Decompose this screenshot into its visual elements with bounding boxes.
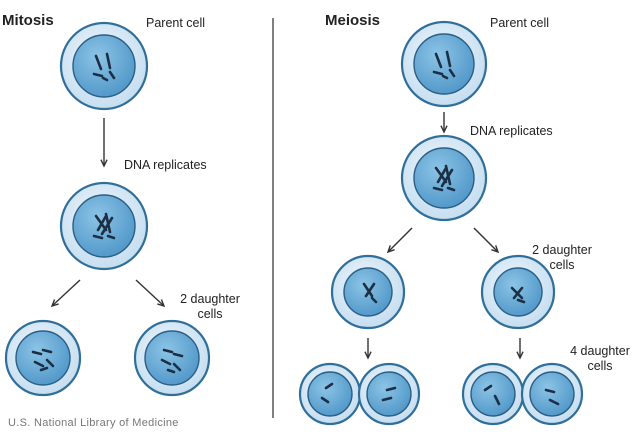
chromosome [432,70,444,76]
meiosis-parent-cell [400,20,488,108]
mitosis-parent-cell-label: Parent cell [146,16,206,30]
chromosome [483,384,493,392]
chromosome [101,76,109,82]
chromosome [92,72,104,78]
cell-nucleus [366,371,412,417]
chromosome [320,396,330,404]
chromosome [436,166,448,184]
cell-nucleus [413,33,475,95]
chromosome [446,186,456,192]
cell-nucleus [144,330,200,386]
meiosis-daughter-cell-2 [480,254,556,330]
mitosis-replicated-cell [59,181,149,271]
cell-nucleus [307,371,353,417]
meiosis-four-daughter-line2: cells [587,359,613,373]
chromosome [31,350,43,356]
meiosis-dna-replicates-label: DNA replicates [470,124,553,138]
meiosis-replicated-cell [400,134,488,222]
cell-nucleus [15,330,71,386]
chromosome [108,70,116,80]
chromosome [45,358,55,368]
mitosis-daughter-cell-1 [4,319,82,397]
mitosis-daughter-cell-2 [133,319,211,397]
meiosis-final-cell-1 [298,362,362,426]
chromosome [106,234,116,240]
mitosis-title: Mitosis [2,12,54,29]
mitosis-daughter-label-line2: cells [197,307,223,321]
chromosome [100,216,114,236]
meiosis-arrow-left [386,227,413,254]
meiosis-final-cell-4 [520,362,584,426]
meiosis-two-daughter-line2: cells [549,258,575,272]
meiosis-arrow-down-left [364,338,372,360]
chromosome [434,52,443,69]
chromosome [385,386,397,392]
meiosis-final-cell-2 [357,362,421,426]
mitosis-daughter-label-line1: 2 daughter [180,292,240,306]
chromosome [516,298,526,304]
chromosome [105,52,112,70]
chromosome [172,362,182,372]
meiosis-daughter-cell-1 [330,254,406,330]
chromosome [166,368,176,374]
chromosome [41,348,53,354]
mitosis-daughter-cells-label: 2 daughter cells [174,292,246,322]
chromosome [548,398,560,406]
meiosis-final-cell-3 [461,362,525,426]
meiosis-four-daughter-line1: 4 daughter [570,344,630,358]
chromosome [445,50,452,68]
meiosis-parent-cell-label: Parent cell [490,16,550,30]
cell-nucleus [470,371,516,417]
chromosome [160,358,172,366]
mitosis-arrow-right [135,279,166,308]
cell-nucleus [72,34,136,98]
mitosis-parent-cell [59,21,149,111]
chromosome [324,382,334,390]
chromosome [381,396,393,402]
chromosome [162,348,174,354]
meiosis-two-daughter-line1: 2 daughter [532,243,592,257]
chromosome [448,68,456,78]
meiosis-arrow-down-right [516,338,524,360]
chromosome [96,214,108,232]
chromosome [512,286,524,300]
meiosis-two-daughter-cells-label: 2 daughter cells [526,243,598,273]
chromosome [39,366,49,372]
mitosis-arrow-down [100,118,108,168]
meiosis-arrow-right [473,227,500,254]
chromosome [432,186,444,192]
meiosis-four-daughter-cells-label: 4 daughter cells [564,344,636,374]
chromosome [370,296,378,304]
chromosome [441,74,449,80]
mitosis-dna-replicates-label: DNA replicates [124,158,207,172]
chromosome [172,352,184,358]
meiosis-arrow-down [440,112,448,134]
chromosome [364,282,376,298]
chromosome [440,168,454,188]
chromosome [92,234,104,240]
chromosome [33,360,45,368]
chromosome [493,394,501,406]
chromosome [362,282,374,298]
credit-text: U.S. National Library of Medicine [8,417,179,429]
chromosome [544,388,556,394]
cell-nucleus [529,371,575,417]
mitosis-arrow-left [50,279,81,308]
meiosis-title: Meiosis [325,12,381,29]
chromosome [94,54,103,71]
